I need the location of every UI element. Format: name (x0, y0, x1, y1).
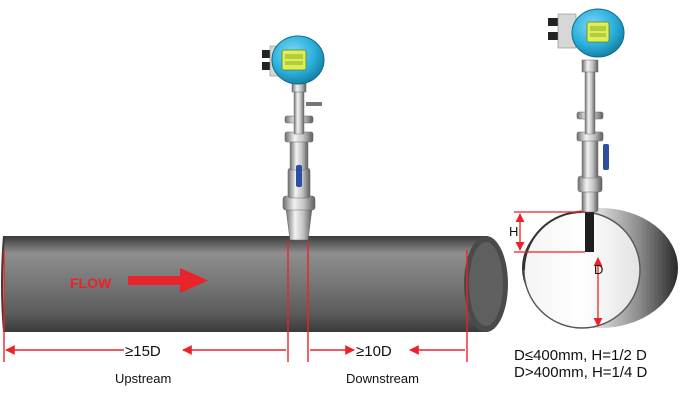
flowmeter-icon (262, 35, 325, 241)
ball-valve-icon (603, 144, 609, 170)
downstream-distance: ≥10D (356, 343, 392, 360)
formula-line-1: D≤400mm, H=1/2 D (514, 347, 647, 364)
upstream-distance: ≥15D (125, 343, 161, 360)
height-symbol: H (509, 224, 518, 239)
upstream-label: Upstream (115, 371, 171, 386)
inserted-probe (585, 212, 594, 252)
diameter-symbol: D (594, 262, 603, 277)
flowmeter-icon (548, 8, 625, 213)
main-pipe (1, 235, 508, 333)
flow-arrow-icon (128, 268, 208, 293)
downstream-label: Downstream (346, 371, 419, 386)
dimension-lines (3, 242, 468, 362)
formula-line-2: D>400mm, H=1/4 D (514, 364, 648, 381)
ball-valve-icon (296, 165, 302, 187)
height-dimension (514, 211, 585, 253)
flow-label: FLOW (70, 275, 112, 291)
